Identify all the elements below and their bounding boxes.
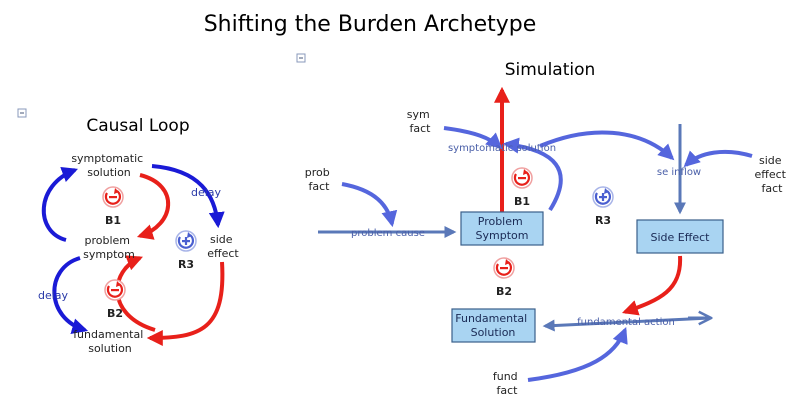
causal-loop-panel: Causal Loop delay delay symptomatic solu… xyxy=(17,108,239,355)
link-symptomatic-to-sideeffect xyxy=(151,164,225,229)
delay-label-left: delay xyxy=(38,289,69,302)
link-prob-fact xyxy=(341,182,398,228)
balancing-loop-icon xyxy=(103,278,127,302)
stock-fundamental-solution-label: Fundamental Solution xyxy=(455,312,530,339)
simulation-heading: Simulation xyxy=(505,60,596,80)
variable-symptomatic-solution[interactable]: symptomatic solution xyxy=(71,152,146,179)
variable-problem-symptom[interactable]: problem symptom xyxy=(83,234,135,261)
reinforcing-loop-icon xyxy=(591,185,615,209)
causal-loop-heading: Causal Loop xyxy=(86,116,189,136)
link-symptomatic-to-problem xyxy=(136,173,171,240)
stock-side-effect[interactable]: Side Effect xyxy=(636,219,724,254)
loop-label-r3: R3 xyxy=(178,258,194,271)
balancing-loop-icon xyxy=(492,256,516,280)
stock-side-effect-label: Side Effect xyxy=(651,231,711,244)
flow-problem-cause-label[interactable]: problem cause xyxy=(351,228,425,239)
variable-side-effect-fact[interactable]: side effect fact xyxy=(755,154,790,195)
balancing-loop-icon xyxy=(101,185,125,209)
link-sideeffect-to-fundamental xyxy=(146,261,225,346)
stock-fundamental-solution[interactable]: Fundamental Solution xyxy=(451,308,536,343)
link-problem-to-symptomatic-solution xyxy=(502,137,563,212)
reinforcing-loop-icon xyxy=(174,229,198,253)
variable-side-effect[interactable]: side effect xyxy=(207,233,239,260)
link-side-effect-fact xyxy=(683,149,753,168)
flow-symptomatic-solution-label[interactable]: symptomatic solution xyxy=(448,143,556,154)
variable-fundamental-solution[interactable]: fundamental solution xyxy=(73,328,147,355)
sim-loop-label-b2: B2 xyxy=(496,285,512,298)
link-side-effect-to-fundamental-action xyxy=(621,255,683,316)
link-symptomatic-to-se-inflow xyxy=(539,130,675,161)
variable-sym-fact[interactable]: sym fact xyxy=(407,108,433,135)
stock-problem-symptom-label: Problem Symptom xyxy=(476,215,529,242)
flow-fundamental-action-label[interactable]: fundamental action xyxy=(577,317,675,328)
collapse-toggle-icon[interactable] xyxy=(296,53,306,63)
link-fund-fact xyxy=(527,327,628,382)
loop-label-b1: B1 xyxy=(105,214,121,227)
collapse-toggle-icon[interactable] xyxy=(17,108,27,118)
link-problem-to-fundamental xyxy=(52,256,89,334)
link-sym-fact xyxy=(443,126,503,150)
loop-label-b2: B2 xyxy=(107,307,123,320)
variable-prob-fact[interactable]: prob fact xyxy=(305,166,333,193)
variable-fund-fact[interactable]: fund fact xyxy=(493,370,521,397)
delay-label-top: delay xyxy=(191,186,222,199)
flow-se-inflow-label[interactable]: se inflow xyxy=(657,167,701,178)
link-problem-to-symptomatic xyxy=(41,167,78,242)
page-title: Shifting the Burden Archetype xyxy=(204,12,537,37)
flow-fundamental-action-pipe xyxy=(542,316,711,332)
balancing-loop-icon xyxy=(510,166,534,190)
simulation-panel: Simulation symptomatic solution problem … xyxy=(296,53,790,397)
sim-loop-label-b1: B1 xyxy=(514,195,530,208)
stock-problem-symptom[interactable]: Problem Symptom xyxy=(460,211,544,246)
sim-loop-label-r3: R3 xyxy=(595,214,611,227)
